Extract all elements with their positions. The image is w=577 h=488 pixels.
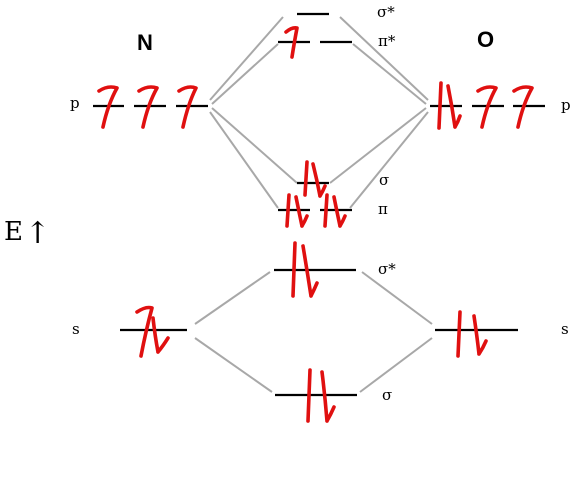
mo-label-pi-star-2p: π* xyxy=(378,32,396,50)
orbital-label-n-p: p xyxy=(70,94,80,112)
electron-o2s-b xyxy=(472,314,488,356)
connector-o2p-sigma-star xyxy=(339,16,429,101)
orbital-label-n-s: s xyxy=(72,320,80,338)
electron-sigma-star-2s-b xyxy=(301,244,319,298)
electron-n2p-2 xyxy=(137,85,159,129)
mo-label-sigma-star-2p: σ* xyxy=(377,3,395,21)
mo-label-sigma-2s: σ xyxy=(382,386,392,404)
electron-o2p-1b xyxy=(446,84,462,129)
electron-o2p-1a xyxy=(437,81,443,130)
electron-sigma2p-b xyxy=(311,162,327,198)
electron-sigma2p-a xyxy=(303,160,309,197)
connector-o2s-sigma xyxy=(359,337,433,393)
electron-o2p-3 xyxy=(512,85,534,129)
mo-label-sigma-star-2s: σ* xyxy=(378,260,396,278)
atom-label-n: N xyxy=(137,30,153,55)
connector-o2p-pi-star xyxy=(352,43,427,105)
electron-pi2p-2b xyxy=(332,195,347,228)
electron-sigma2s-b xyxy=(320,370,336,423)
connector-n2s-sigma-star xyxy=(194,271,271,325)
connector-o2p-sigma xyxy=(329,107,427,184)
electron-pi2p-1b xyxy=(294,195,309,228)
electron-n2p-3 xyxy=(177,85,198,129)
connector-n2p-pi-star xyxy=(211,43,279,105)
mo-label-sigma-2p: σ xyxy=(379,171,389,189)
connector-o2s-sigma-star xyxy=(361,271,433,325)
energy-axis-label: E xyxy=(4,217,23,247)
connector-n2p-pi xyxy=(209,111,279,209)
electron-sigma-star-2s-a xyxy=(291,241,297,298)
electrons xyxy=(97,26,534,423)
electron-n2p-1 xyxy=(97,85,119,129)
electron-sigma2s-a xyxy=(306,368,312,423)
electron-o2s-a xyxy=(456,310,462,358)
electron-n2s-b xyxy=(151,316,170,354)
mo-label-pi-2p: π xyxy=(378,200,388,218)
electron-pi2p-1a xyxy=(285,193,291,228)
connector-n2s-sigma xyxy=(194,337,273,393)
connector-n2p-sigma-star xyxy=(209,16,284,101)
orbital-label-o-s: s xyxy=(561,320,569,338)
electron-o2p-2 xyxy=(476,85,498,129)
electron-pi2p-2a xyxy=(323,193,329,228)
connector-o2p-pi xyxy=(349,111,429,209)
energy-axis-arrow-icon: ↑ xyxy=(25,216,50,251)
electron-n2s-a xyxy=(135,305,154,358)
connector-n2p-sigma xyxy=(211,107,298,184)
orbital-label-o-p: p xyxy=(561,96,571,114)
atom-label-o: O xyxy=(477,27,494,52)
connector-lines xyxy=(194,16,433,393)
electron-pi-star-1 xyxy=(284,26,299,59)
